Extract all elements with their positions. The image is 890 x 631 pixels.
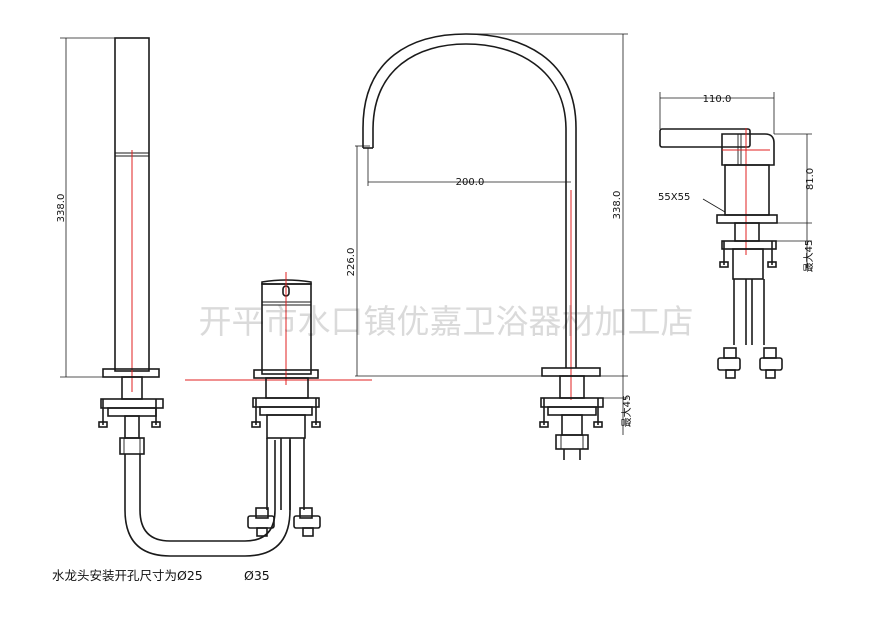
spout-reach-dimension: 200.0 bbox=[456, 177, 485, 188]
hand-shower-view bbox=[60, 37, 291, 557]
mounting-hole-second-size: Ø35 bbox=[244, 568, 270, 583]
shop-watermark: 开平市水口镇优嘉卫浴器材加工店 bbox=[199, 302, 694, 341]
mounting-hole-caption: 水龙头安装开孔尺寸为Ø25 bbox=[52, 568, 203, 583]
gooseneck-spout-view bbox=[355, 33, 628, 460]
mixer-body-view bbox=[185, 272, 372, 537]
spout-max-deck-dimension: 最大45 bbox=[620, 395, 633, 428]
spout-clearance-dimension: 226.0 bbox=[346, 248, 357, 277]
base-size-dimension: 55X55 bbox=[658, 192, 690, 203]
handle-max-deck-dimension: 最大45 bbox=[802, 240, 815, 273]
spout-height-dimension: 338.0 bbox=[612, 191, 623, 220]
handle-length-dimension: 110.0 bbox=[703, 94, 732, 105]
lever-handle-view bbox=[659, 92, 812, 379]
shower-height-dimension: 338.0 bbox=[56, 194, 67, 223]
handle-height-dimension: 81.0 bbox=[805, 168, 816, 190]
